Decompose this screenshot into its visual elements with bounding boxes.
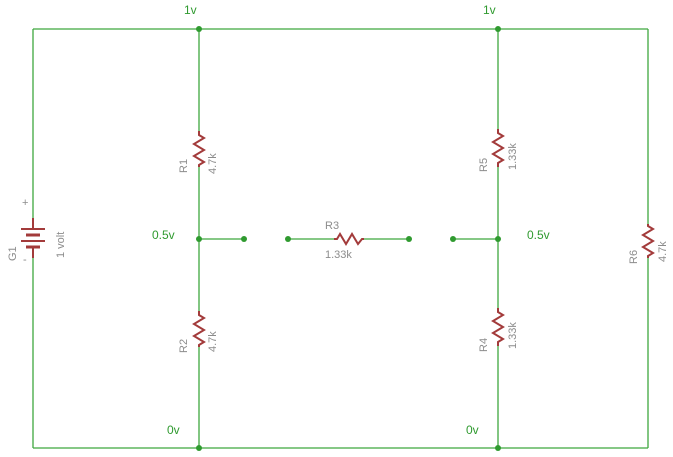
resistor-r2-zigzag [192, 311, 206, 347]
open-terminal-4 [450, 236, 456, 242]
wires [32, 28, 649, 449]
resistor-r3: R3 1.33k [325, 220, 364, 261]
resistor-r4-zigzag [491, 308, 505, 346]
battery-minus-sign: - [23, 254, 27, 266]
open-terminal-2 [285, 236, 291, 242]
resistor-r4: R4 1.33k [478, 308, 519, 352]
junction-bottom-right [495, 445, 501, 451]
junction-mid-left [196, 236, 202, 242]
open-terminal-1 [241, 236, 247, 242]
voltage-label-top-right: 1v [483, 3, 496, 17]
resistor-r1-value: 4.7k [207, 153, 219, 174]
junction-top-left [196, 26, 202, 32]
battery-g1: + - G1 1 volt [7, 197, 67, 266]
resistor-r2: R2 4.7k [178, 311, 219, 353]
resistor-r3-value: 1.33k [325, 249, 352, 261]
resistor-r5: R5 1.33k [478, 129, 519, 172]
resistor-r4-value: 1.33k [507, 322, 519, 349]
resistor-r6-zigzag [641, 224, 655, 258]
resistor-r6: R6 4.7k [628, 224, 669, 264]
voltage-label-mid-right: 0.5v [527, 228, 550, 242]
resistor-r5-name: R5 [478, 158, 490, 172]
resistor-r5-value: 1.33k [507, 143, 519, 170]
resistor-r3-zigzag [334, 232, 364, 246]
resistor-r6-name: R6 [628, 250, 640, 264]
junction-mid-right [495, 236, 501, 242]
resistor-r1: R1 4.7k [178, 131, 219, 174]
voltage-labels: 1v 1v 0.5v 0.5v 0v 0v [152, 3, 550, 437]
resistor-r3-name: R3 [325, 220, 339, 232]
voltage-label-bottom-left: 0v [167, 423, 180, 437]
resistor-r2-value: 4.7k [207, 331, 219, 352]
resistor-r6-value: 4.7k [657, 241, 669, 262]
battery-value-label: 1 volt [55, 232, 67, 258]
resistor-r5-zigzag [491, 129, 505, 167]
junction-top-right [495, 26, 501, 32]
junction-bottom-left [196, 445, 202, 451]
battery-plus-sign: + [22, 197, 28, 209]
open-terminal-3 [406, 236, 412, 242]
junction-nodes [196, 26, 501, 451]
battery-name-label: G1 [7, 246, 19, 261]
voltage-label-mid-left: 0.5v [152, 228, 175, 242]
resistor-r2-name: R2 [178, 339, 190, 353]
resistor-r4-name: R4 [478, 338, 490, 352]
voltage-label-bottom-right: 0v [466, 423, 479, 437]
resistor-r1-name: R1 [178, 159, 190, 173]
resistor-r1-zigzag [192, 131, 206, 167]
voltage-label-top-left: 1v [184, 3, 197, 17]
